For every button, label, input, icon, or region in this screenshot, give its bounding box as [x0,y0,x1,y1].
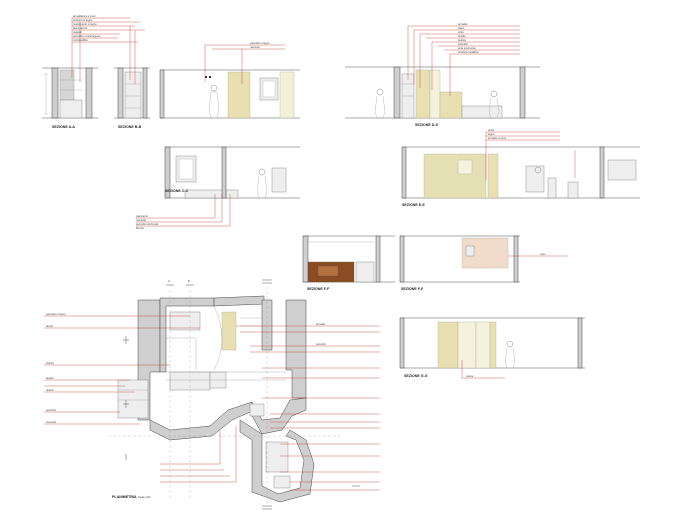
note-15: pannello [458,42,468,46]
plan-scale: Scala 1:50 [138,495,151,499]
note-32: specchio [46,408,57,412]
note-13: mobile [458,34,466,38]
section-bb: SEZIONE B-B [114,67,150,129]
note-25: vano [540,253,546,256]
note-33: mensola [46,420,56,424]
note-16: anta scorrevole [458,46,476,50]
note-23: legno [488,132,495,136]
note-17: struttura metallica [458,50,479,54]
section-ff2-title: SEZIONE F-F [401,287,424,291]
note-5: cassetti [73,30,82,34]
note-3: rivestimento in legno [73,22,97,26]
note-31: doccia [46,388,54,392]
note-22: porta [488,128,494,132]
note-6: pannello in cartongesso [73,34,101,38]
section-ff: SEZIONE F-F [302,235,395,291]
section-ff-2: vano SEZIONE F-F [399,235,568,291]
note-28: tavolo [46,324,53,328]
note-18: pavimento [136,214,149,218]
section-bb-title: SEZIONE B-B [118,125,142,129]
note-26: panca [466,375,474,378]
note-12: vetro [458,30,464,34]
plan-ticks [123,336,360,487]
note-10: armadio [458,22,468,26]
section-ff-title: SEZIONE F-F [307,287,330,291]
section-cc: SEZIONE C-C pavimento mensola pannello s… [136,146,300,230]
section-dd: SEZIONE D-D [345,66,540,127]
floor-plan: A B [44,279,380,510]
note-30: lavabo [46,376,54,380]
section-aa: SEZIONE A-A [42,67,98,129]
note-27: pannello in legno [46,312,66,316]
note-7: controsoffitto [73,38,88,42]
annotations-top-left: armadiatura a muro struttura in legno ri… [71,14,285,84]
note-9: mensole [250,45,260,49]
note-19: mensola [136,218,146,222]
section-gg: panca SEZIONE G-G [399,317,585,379]
note-35: pannello [316,342,326,346]
section-gg-title: SEZIONE G-G [404,374,428,378]
elevation-1 [159,69,300,119]
section-ee: SEZIONE E-E porta legno armadio a muro [401,128,640,207]
note-29: sedute [46,361,54,365]
plan-title: PLANIMETRIA [112,495,137,499]
note-8: pannello in legno [250,41,270,45]
note-2: struttura in legno [73,18,93,22]
note-20: pannello scorrevole [136,222,159,226]
section-cc-title: SEZIONE C-C [165,189,189,193]
section-dd-title: SEZIONE D-D [415,123,439,127]
note-34: armadio [316,322,326,326]
note-24: armadio a muro [488,136,507,140]
marker-a-top: A [168,279,170,283]
annotations-top-right: armadio piano vetro mobile seduta pannel… [407,22,520,96]
section-ee-title: SEZIONE E-E [402,203,425,207]
note-11: piano [458,26,465,30]
note-14: seduta [458,38,466,42]
note-1: armadiatura a muro [73,14,96,18]
note-21: libreria [136,226,144,230]
marker-b-top: B [188,279,190,283]
note-4: piano lavoro [73,26,88,30]
section-aa-title: SEZIONE A-A [52,125,75,129]
